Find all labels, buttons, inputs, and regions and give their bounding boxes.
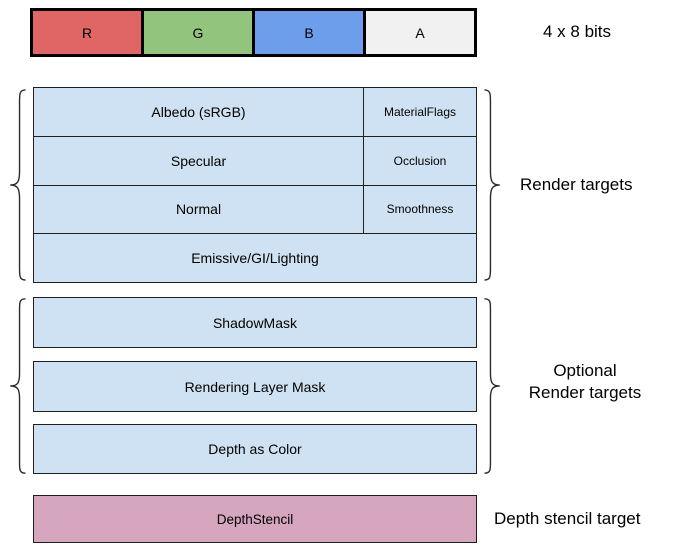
table-row: Normal Smoothness [34, 184, 476, 234]
bits-cell-a-label: A [415, 24, 425, 41]
render-targets-table: Albedo (sRGB) MaterialFlags Specular Occ… [33, 87, 477, 283]
right-brace-optional-targets-icon [479, 297, 503, 475]
bits-caption: 4 x 8 bits [543, 22, 612, 41]
bits-cell-g-label: G [192, 24, 204, 41]
right-brace-render-targets-icon [479, 88, 503, 282]
bits-cell-r-label: R [81, 24, 93, 41]
rt-cell-occlusion: Occlusion [363, 136, 476, 185]
rt-cell-materialflags: MaterialFlags [363, 88, 476, 136]
bits-cell-r: R [33, 11, 141, 54]
rgba-bits-bar: R G B A [30, 8, 477, 57]
render-targets-label: Render targets [520, 175, 633, 194]
table-row: Emissive/GI/Lighting [34, 233, 476, 282]
rt-cell-normal: Normal [175, 201, 222, 218]
depth-stencil-box: DepthStencil [33, 495, 477, 543]
rt-cell-smoothness: Smoothness [363, 185, 476, 234]
optional-render-targets-label-line1: Optional [553, 361, 617, 380]
depth-stencil-box-label: DepthStencil [216, 511, 294, 527]
left-brace-optional-targets-icon [7, 297, 31, 475]
depth-stencil-target-label: Depth stencil target [494, 509, 641, 528]
bits-cell-g: G [141, 11, 252, 54]
optional-box-depth-as-color: Depth as Color [33, 424, 477, 474]
rt-cell-specular: Specular [170, 152, 227, 169]
bits-cell-b: B [252, 11, 363, 54]
optional-render-targets-label: Optional Render targets [492, 360, 678, 404]
optional-box-shadowmask: ShadowMask [33, 297, 477, 348]
left-brace-render-targets-icon [7, 88, 31, 282]
optional-box-rendering-layer-mask: Rendering Layer Mask [33, 361, 477, 412]
optional-box-rendering-layer-mask-label: Rendering Layer Mask [184, 378, 326, 395]
optional-render-targets-label-line2: Render targets [528, 383, 642, 402]
rt-cell-emissive: Emissive/GI/Lighting [191, 250, 319, 267]
optional-box-shadowmask-label: ShadowMask [212, 314, 298, 331]
table-row: Albedo (sRGB) MaterialFlags [34, 88, 476, 136]
table-row: Specular Occlusion [34, 135, 476, 185]
rt-cell-albedo: Albedo (sRGB) [151, 103, 246, 120]
bits-cell-a: A [363, 11, 474, 54]
optional-box-depth-as-color-label: Depth as Color [208, 441, 302, 457]
bits-cell-b-label: B [304, 24, 314, 41]
